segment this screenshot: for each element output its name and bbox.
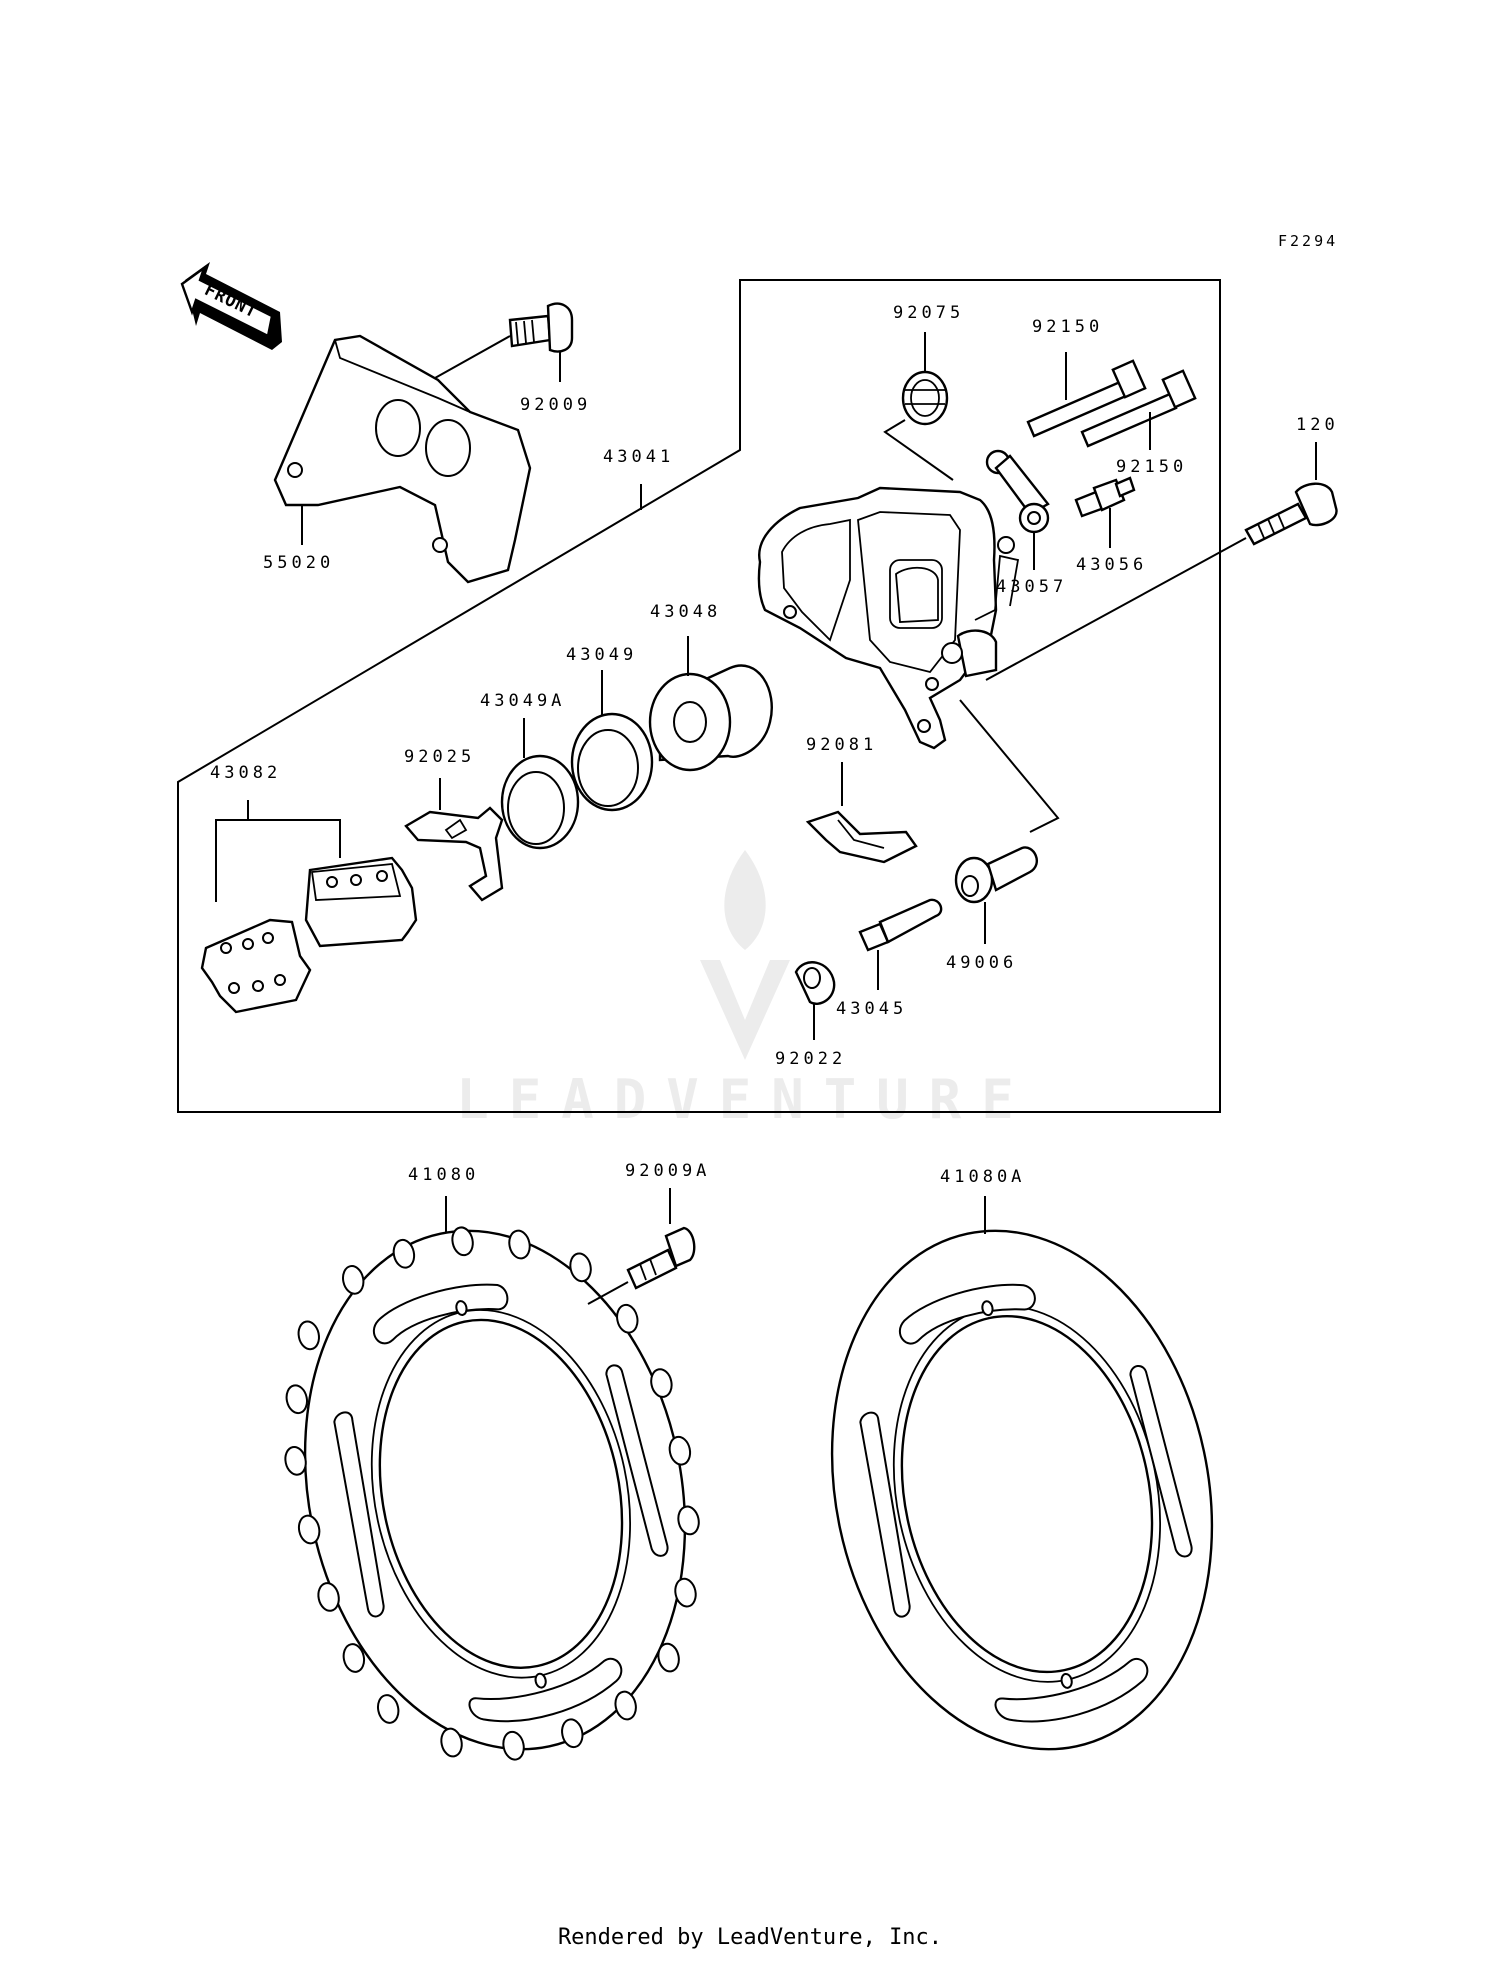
brake-pad-43082-front [200,918,312,1014]
seal-43049A [500,754,580,850]
brake-disc-41080A [830,1229,1214,1751]
part-label-92022: 92022 [775,1049,846,1069]
bolt-92009 [508,302,574,353]
piston-43048 [648,664,773,772]
footer-credit: Rendered by LeadVenture, Inc. [558,1925,942,1950]
part-label-41080: 41080 [408,1165,479,1185]
sleeve-49006 [954,846,1038,904]
front-arrow-icon: FRONT [180,262,282,350]
caliper-body [757,486,1020,750]
pin-92150-upper [1026,359,1147,438]
part-label-43056: 43056 [1076,555,1147,575]
pin-43045 [858,898,943,952]
caliper-assembly-frame [177,279,1221,1113]
part-label-55020: 55020 [263,553,334,573]
part-label-43048: 43048 [650,602,721,622]
screw-92009A [626,1226,696,1290]
bleeder-holder-43057 [985,449,1050,534]
part-label-43049: 43049 [566,645,637,665]
watermark-logo-icon [700,850,790,1060]
part-label-92150-lower: 92150 [1116,457,1187,477]
part-label-43049A: 43049A [480,691,565,711]
part-label-49006: 49006 [946,953,1017,973]
part-label-43041: 43041 [603,447,674,467]
part-label-92075: 92075 [893,303,964,323]
bleed-valve-43056 [1074,476,1136,518]
watermark-text: LEADVENTURE [456,1068,1034,1131]
part-label-120: 120 [1296,415,1339,435]
brake-pad-43082-rear [304,856,418,948]
seal-43049 [570,712,654,812]
diagram-code: F2294 [1278,232,1338,250]
part-label-43045: 43045 [836,999,907,1019]
part-label-92081: 92081 [806,735,877,755]
part-label-92009: 92009 [520,395,591,415]
boot-92075 [901,370,949,426]
spring-plate-92081 [805,810,918,864]
pin-92150-lower [1080,369,1197,448]
boot-92022 [794,961,836,1005]
part-label-43082: 43082 [210,763,281,783]
spring-92025 [404,806,504,902]
brake-disc-41080 [284,1226,700,1761]
part-label-92009A: 92009A [625,1161,710,1181]
bracket-55020 [273,334,532,584]
part-label-43057: 43057 [996,577,1067,597]
part-label-92150-upper: 92150 [1032,317,1103,337]
part-label-92025: 92025 [404,747,475,767]
part-label-41080A: 41080A [940,1167,1025,1187]
watermark: LEADVENTURE [456,850,1034,1131]
bolt-120 [1244,482,1338,546]
